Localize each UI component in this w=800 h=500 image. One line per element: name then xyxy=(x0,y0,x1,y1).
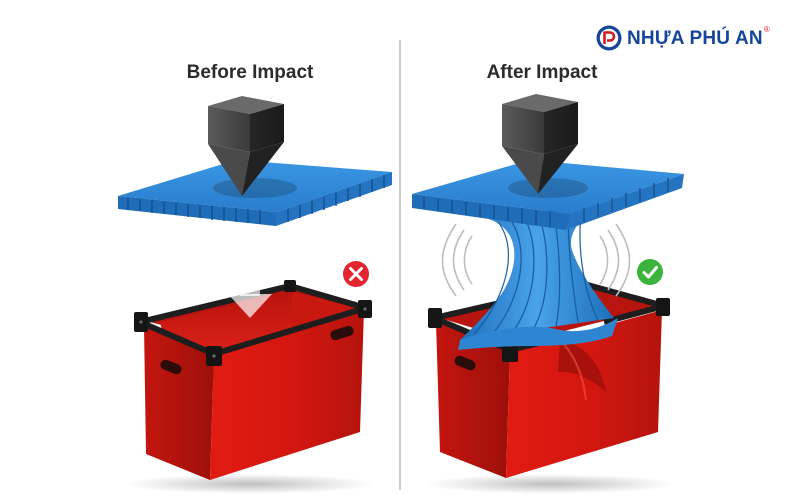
vibration-waves-icon xyxy=(441,223,631,297)
bin-corner-brackets xyxy=(134,280,372,366)
bin-handle-left xyxy=(160,359,182,375)
check-icon xyxy=(637,259,663,285)
brand-name: NHỰA PHÚ AN xyxy=(627,27,763,49)
panel-divider xyxy=(399,40,401,490)
impact-block xyxy=(208,96,284,196)
floor-shadow xyxy=(425,474,675,494)
panel-title-after: After Impact xyxy=(486,62,598,83)
bin-handle-right xyxy=(330,325,354,341)
bin-handle-left xyxy=(454,355,476,371)
registered-mark: ® xyxy=(763,24,770,34)
bin-corner-brackets xyxy=(428,298,670,362)
brand-logo: NHỰA PHÚ AN ® xyxy=(596,22,770,54)
red-storage-bin xyxy=(134,280,372,480)
down-arrow-icon xyxy=(228,268,272,318)
impact-block xyxy=(502,94,578,194)
floor-shadow xyxy=(125,474,375,494)
before-panel xyxy=(118,96,392,494)
deformed-corrugated-sheet xyxy=(412,160,684,350)
corrugated-plastic-sheet xyxy=(118,160,392,226)
cross-icon xyxy=(343,261,369,287)
after-panel xyxy=(412,94,684,494)
brand-mark-icon xyxy=(596,25,622,51)
panel-title-before: Before Impact xyxy=(186,62,314,83)
